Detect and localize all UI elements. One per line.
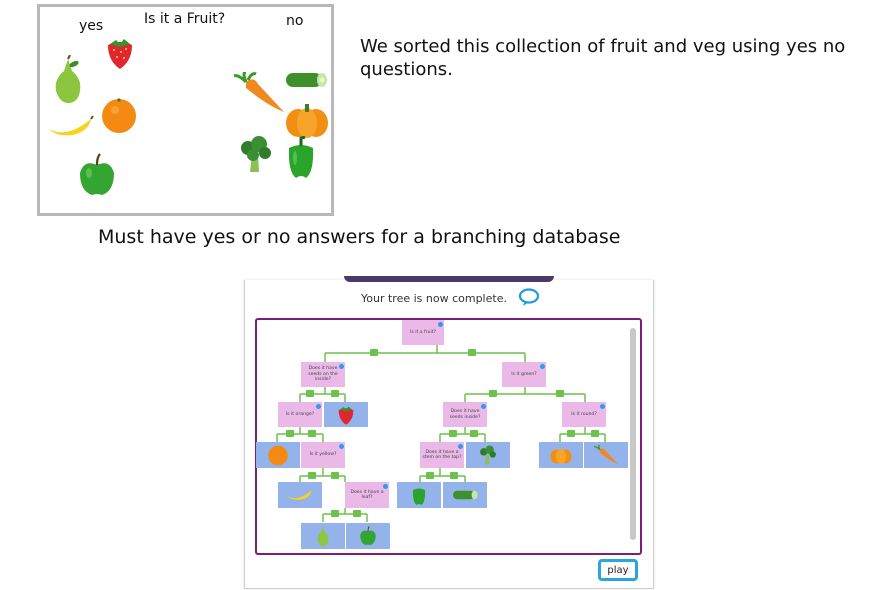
- pumpkin-icon: [550, 449, 572, 464]
- play-button[interactable]: play: [598, 559, 638, 581]
- info-icon[interactable]: [438, 322, 443, 327]
- green-pepper-icon: [288, 136, 314, 178]
- info-icon[interactable]: [316, 404, 321, 409]
- node-text: Does it have seeds inside?: [449, 409, 481, 420]
- sort-question: Is it a Fruit?: [144, 11, 226, 27]
- panel-top-tab: [344, 276, 554, 282]
- question-node-leaf[interactable]: Does it have a leaf?: [345, 482, 389, 508]
- answer-node-banana[interactable]: [278, 482, 322, 508]
- broccoli-icon: [241, 136, 271, 172]
- no-label: no: [286, 13, 304, 29]
- tree-connectors: [276, 345, 606, 522]
- info-icon[interactable]: [458, 444, 463, 449]
- info-icon[interactable]: [339, 364, 344, 369]
- node-text: Does it have seeds on the inside?: [308, 366, 338, 383]
- node-text: Does it have a stem on the top?: [422, 449, 462, 461]
- subheading: Must have yes or no answers for a branch…: [98, 226, 621, 248]
- banana-icon: [287, 490, 312, 500]
- node-text: Is it a fruit?: [410, 329, 436, 335]
- pear-icon: [55, 55, 81, 103]
- info-icon[interactable]: [383, 484, 388, 489]
- status-message: Your tree is now complete.: [361, 292, 507, 305]
- question-node-orange[interactable]: Is it orange?: [278, 402, 322, 427]
- question-node-stem[interactable]: Does it have a stem on the top?: [420, 442, 464, 468]
- description-text: We sorted this collection of fruit and v…: [360, 36, 846, 80]
- cucumber-icon: [453, 490, 478, 500]
- strawberry-icon: [338, 405, 354, 425]
- node-text: Is it orange?: [285, 411, 315, 417]
- info-icon[interactable]: [540, 364, 545, 369]
- node-text: Is it yellow?: [309, 452, 337, 458]
- green-pepper-icon: [412, 488, 426, 505]
- orange-icon: [268, 445, 288, 466]
- answer-node-strawberry[interactable]: [324, 402, 368, 427]
- question-node-green[interactable]: Is it green?: [502, 362, 546, 387]
- answer-node-broccoli[interactable]: [466, 442, 510, 468]
- yes-label: yes: [79, 18, 104, 34]
- tree-scrollbar[interactable]: [630, 328, 636, 540]
- node-text: Is it round?: [571, 411, 597, 417]
- answer-node-cucumber[interactable]: [443, 482, 487, 508]
- node-text: Does it have a leaf?: [350, 489, 384, 501]
- question-node-root[interactable]: Is it a fruit?: [402, 320, 444, 345]
- banana-icon: [49, 115, 94, 136]
- answer-node-carrot[interactable]: [584, 442, 628, 468]
- answer-node-pumpkin[interactable]: [539, 442, 583, 468]
- info-icon[interactable]: [600, 404, 605, 409]
- orange-icon: [102, 98, 136, 133]
- pear-icon: [317, 526, 329, 547]
- speech-bubble-icon[interactable]: [517, 288, 541, 308]
- question-node-yellow[interactable]: Is it yellow?: [301, 442, 345, 468]
- info-icon[interactable]: [481, 404, 486, 409]
- broccoli-icon: [480, 445, 496, 465]
- question-node-seeds-inside[interactable]: Does it have seeds inside?: [443, 402, 487, 427]
- question-node-seeds[interactable]: Does it have seeds on the inside?: [301, 362, 345, 387]
- apple-icon: [360, 526, 376, 546]
- answer-node-green-pepper[interactable]: [397, 482, 441, 508]
- answer-node-orange[interactable]: [256, 442, 300, 468]
- carrot-icon: [233, 72, 284, 112]
- apple-icon: [80, 153, 114, 195]
- question-node-round[interactable]: Is it round?: [562, 402, 606, 427]
- tree-canvas: [255, 318, 642, 555]
- cucumber-icon: [286, 73, 327, 87]
- answer-node-pear[interactable]: [301, 523, 345, 549]
- info-icon[interactable]: [339, 444, 344, 449]
- carrot-icon: [593, 445, 618, 465]
- strawberry-icon: [108, 39, 132, 69]
- pumpkin-icon: [286, 104, 328, 138]
- answer-node-apple[interactable]: [346, 523, 390, 549]
- node-text: Is it green?: [511, 371, 537, 377]
